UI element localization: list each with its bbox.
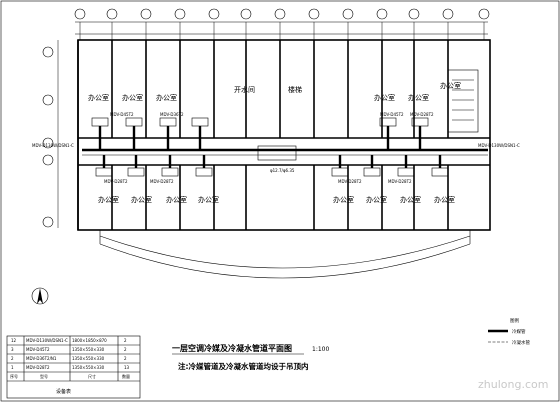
indoor-unit-top-2	[125, 117, 143, 127]
room-label-water-room: 开水间	[234, 85, 255, 94]
unit-label-top-2: MDV-D36T2	[160, 112, 184, 117]
room-label-stair: 楼梯	[288, 85, 302, 94]
room-label-office-4: 办公室	[374, 93, 395, 102]
unit-label-bottom-1: MDV-D28T2	[104, 179, 128, 184]
top-room-partitions	[111, 40, 449, 138]
indoor-unit-bottom-8	[431, 167, 449, 177]
indoor-unit-bottom-6	[363, 167, 381, 177]
schedule-row-3-model: MDV-D36T2/N1	[26, 356, 57, 361]
room-label-office-b2: 办公室	[131, 195, 152, 204]
axis-bubble-9	[342, 8, 354, 20]
schedule-row-2-qty: 2	[124, 347, 127, 352]
left-axis-bubbles	[42, 40, 59, 228]
right-stair-block	[447, 69, 479, 133]
legend-header: 图例	[510, 317, 519, 324]
indoor-unit-top-3	[159, 117, 177, 127]
schedule-row-2-spec: 1350×550×330	[72, 347, 105, 352]
room-label-office-b4: 办公室	[198, 195, 219, 204]
room-label-office-2: 办公室	[122, 93, 143, 102]
axis-bubble-3	[140, 8, 152, 20]
indoor-unit-bottom-7	[397, 167, 415, 177]
room-label-office-b6: 办公室	[366, 195, 387, 204]
north-arrow-icon	[31, 287, 49, 305]
unit-label-top-4: MDV-D28T2	[410, 112, 434, 117]
schedule-row-4-model: MDV-D28T2	[26, 365, 50, 370]
room-label-office-6: 办公室	[440, 81, 461, 90]
schedule-row-1-qty: 2	[124, 338, 127, 343]
main-pipe-tag: φ12.7/φ6.35	[270, 168, 295, 173]
schedule-caption: 设备表	[56, 388, 71, 395]
drawing-title: 一层空调冷媒及冷凝水管道平面图	[172, 343, 292, 353]
axis-bubble-13	[478, 8, 490, 20]
schedule-row-1-model: MDV-D130W/DSN1-C	[26, 338, 68, 343]
axis-bubble-11	[408, 8, 420, 20]
unit-label-bottom-3: MDV-D28T2	[338, 179, 362, 184]
bottom-room-partitions	[111, 165, 449, 230]
top-dimension-line	[74, 8, 490, 40]
room-label-office-b7: 办公室	[400, 195, 421, 204]
equipment-schedule: 12 MDV-D130W/DSN1-C 1800×1850×870 2 3 MD…	[6, 335, 141, 399]
drawing-note: 注:冷媒管道及冷凝水管道均设于吊顶内	[178, 361, 309, 371]
main-refrigerant-pipe	[82, 145, 488, 161]
schedule-row-3-spec: 1350×550×330	[72, 356, 105, 361]
room-label-office-b5: 办公室	[333, 195, 354, 204]
schedule-header-qty: 数量	[122, 373, 130, 379]
schedule-row-4-spec: 1350×550×330	[72, 365, 105, 370]
schedule-row-1-spec: 1800×1850×870	[72, 338, 107, 343]
watermark: zhulong.com	[478, 378, 548, 391]
room-label-office-3: 办公室	[156, 93, 177, 102]
indoor-unit-bottom-3	[161, 167, 179, 177]
legend-item-condensate: 冷凝水管	[512, 339, 530, 346]
drawing-scale: 1:100	[312, 346, 329, 353]
drawing-title-block: 一层空调冷媒及冷凝水管道平面图 1:100 注:冷媒管道及冷凝水管道均设于吊顶内	[172, 343, 329, 371]
indoor-unit-bottom-4	[195, 167, 213, 177]
unit-label-bottom-2: MDV-D28T2	[150, 179, 174, 184]
schedule-header-model: 型号	[40, 373, 48, 379]
indoor-unit-top-1	[91, 117, 109, 127]
schedule-row-3-qty: 2	[124, 356, 127, 361]
unit-label-top-3: MDV-D45T2	[380, 112, 404, 117]
axis-bubble-10	[376, 8, 388, 20]
indoor-units-top-row	[91, 117, 429, 150]
indoor-units-bottom-row	[95, 155, 449, 177]
axis-bubble-4	[174, 8, 186, 20]
indoor-unit-bottom-1	[95, 167, 113, 177]
schedule-header-spec: 尺寸	[88, 373, 96, 379]
axis-bubble-1	[74, 8, 86, 20]
schedule-row-2-no: 3	[11, 347, 14, 352]
unit-label-top-1: MDV-D45T2	[110, 112, 134, 117]
axis-bubble-5	[208, 8, 220, 20]
indoor-unit-bottom-5	[331, 167, 349, 177]
axis-bubble-7	[274, 8, 286, 20]
room-labels: 办公室 办公室 办公室 开水间 楼梯 办公室 办公室 办公室 办公室 办公室 办…	[88, 81, 461, 204]
schedule-header-no: 序号	[10, 373, 18, 379]
indoor-unit-bottom-2	[127, 167, 145, 177]
room-label-office-5: 办公室	[408, 93, 429, 102]
curved-canopy	[99, 230, 471, 279]
axis-bubble-8	[308, 8, 320, 20]
unit-label-bottom-4: MDV-D28T2	[388, 179, 412, 184]
axis-bubble-6	[240, 8, 252, 20]
schedule-row-2-model: MDV-D45T2	[26, 347, 50, 352]
schedule-row-3-no: 2	[11, 356, 14, 361]
axis-bubble-2	[106, 8, 118, 20]
legend: 图例 冷媒管 冷凝水管	[488, 317, 530, 346]
room-label-office-b1: 办公室	[98, 195, 119, 204]
equipment-labels: MDV-D130W/DSN1-C MDV-D130W/DSN1-C MDV-D4…	[32, 112, 520, 184]
room-label-office-b3: 办公室	[166, 195, 187, 204]
schedule-row-1-no: 12	[11, 338, 17, 343]
room-label-office-b8: 办公室	[434, 195, 455, 204]
outdoor-unit-label-left: MDV-D130W/DSN1-C	[32, 143, 74, 148]
outdoor-unit-label-right: MDV-D130W/DSN1-C	[478, 143, 520, 148]
schedule-row-4-qty: 13	[124, 365, 130, 370]
indoor-unit-top-4	[191, 117, 209, 127]
room-label-office-1: 办公室	[88, 93, 109, 102]
legend-item-refrigerant: 冷媒管	[512, 328, 526, 335]
axis-bubble-12	[442, 8, 454, 20]
schedule-row-4-no: 1	[11, 365, 14, 370]
